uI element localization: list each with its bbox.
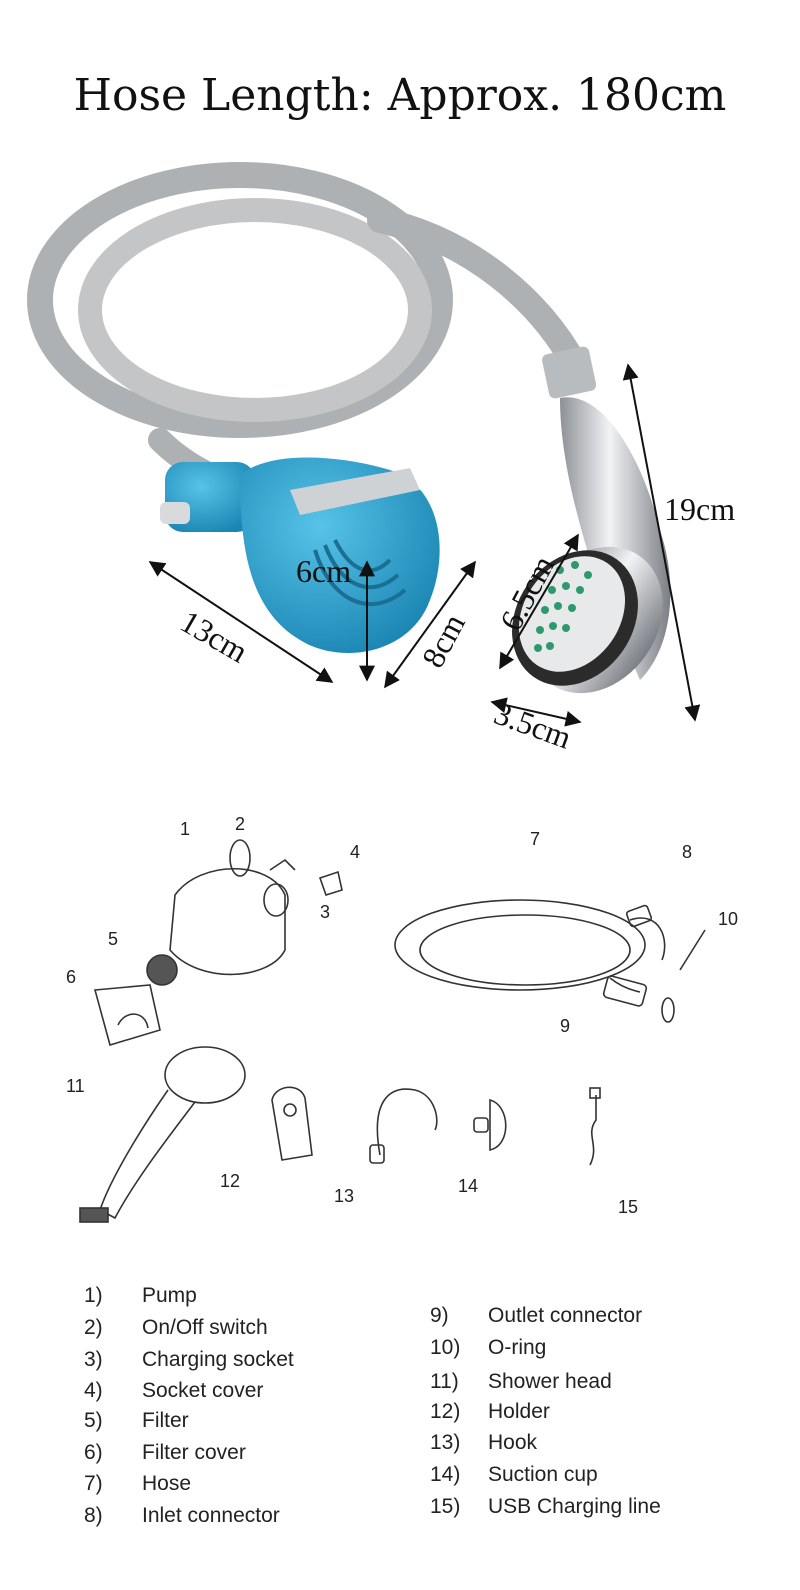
part-inlet-connector <box>625 904 653 928</box>
part-num-1: 1 <box>180 819 190 839</box>
dim-pump-width: 13cm <box>175 603 255 670</box>
dimension-arrows <box>148 363 701 727</box>
part-outlet-connector <box>602 975 648 1007</box>
part-num-12: 12 <box>220 1171 240 1191</box>
parts-diagram: 1 2 3 4 5 6 7 8 9 10 11 12 13 14 15 <box>66 814 738 1223</box>
product-photo: 13cm 8cm 6cm 6.5cm 3.5cm 19cm <box>27 162 735 756</box>
part-num-7: 7 <box>530 829 540 849</box>
part-socket-cover <box>318 870 343 896</box>
part-usb-line <box>589 1095 597 1166</box>
part-o-ring <box>661 997 675 1023</box>
part-num-3: 3 <box>320 902 330 922</box>
part-filter-cover <box>93 984 161 1047</box>
part-num-11: 11 <box>66 1076 85 1096</box>
part-num-10: 10 <box>718 909 738 929</box>
part-pump <box>169 868 286 976</box>
part-suction-cup <box>489 1098 507 1152</box>
parts-legend-left: 1)Pump 2)On/Off switch 3)Charging socket… <box>84 1284 294 1527</box>
dim-pump-height: 6cm <box>296 553 351 589</box>
part-hook <box>376 1088 438 1156</box>
part-hose <box>394 899 666 993</box>
part-num-4: 4 <box>350 842 360 862</box>
part-num-5: 5 <box>108 929 118 949</box>
part-shower-head <box>79 1046 246 1223</box>
dim-pump-depth: 8cm <box>414 608 472 674</box>
part-number-labels: 1 2 3 4 5 6 7 8 9 10 11 12 13 14 15 <box>66 814 738 1217</box>
part-filter <box>146 954 178 986</box>
dim-head-length: 19cm <box>664 491 735 527</box>
hose <box>27 162 588 492</box>
page-title: Hose Length: Approx. 180cm <box>73 70 727 121</box>
part-holder <box>271 1086 313 1161</box>
parts-legend-right: 9)Outlet connector 10)O-ring 11)Shower h… <box>430 1304 661 1518</box>
part-num-14: 14 <box>458 1176 478 1196</box>
part-num-9: 9 <box>560 1016 570 1036</box>
part-num-13: 13 <box>334 1186 354 1206</box>
part-num-8: 8 <box>682 842 692 862</box>
dim-head-thickness: 3.5cm <box>490 695 577 756</box>
part-num-6: 6 <box>66 967 76 987</box>
part-num-2: 2 <box>235 814 245 834</box>
part-num-15: 15 <box>618 1197 638 1217</box>
